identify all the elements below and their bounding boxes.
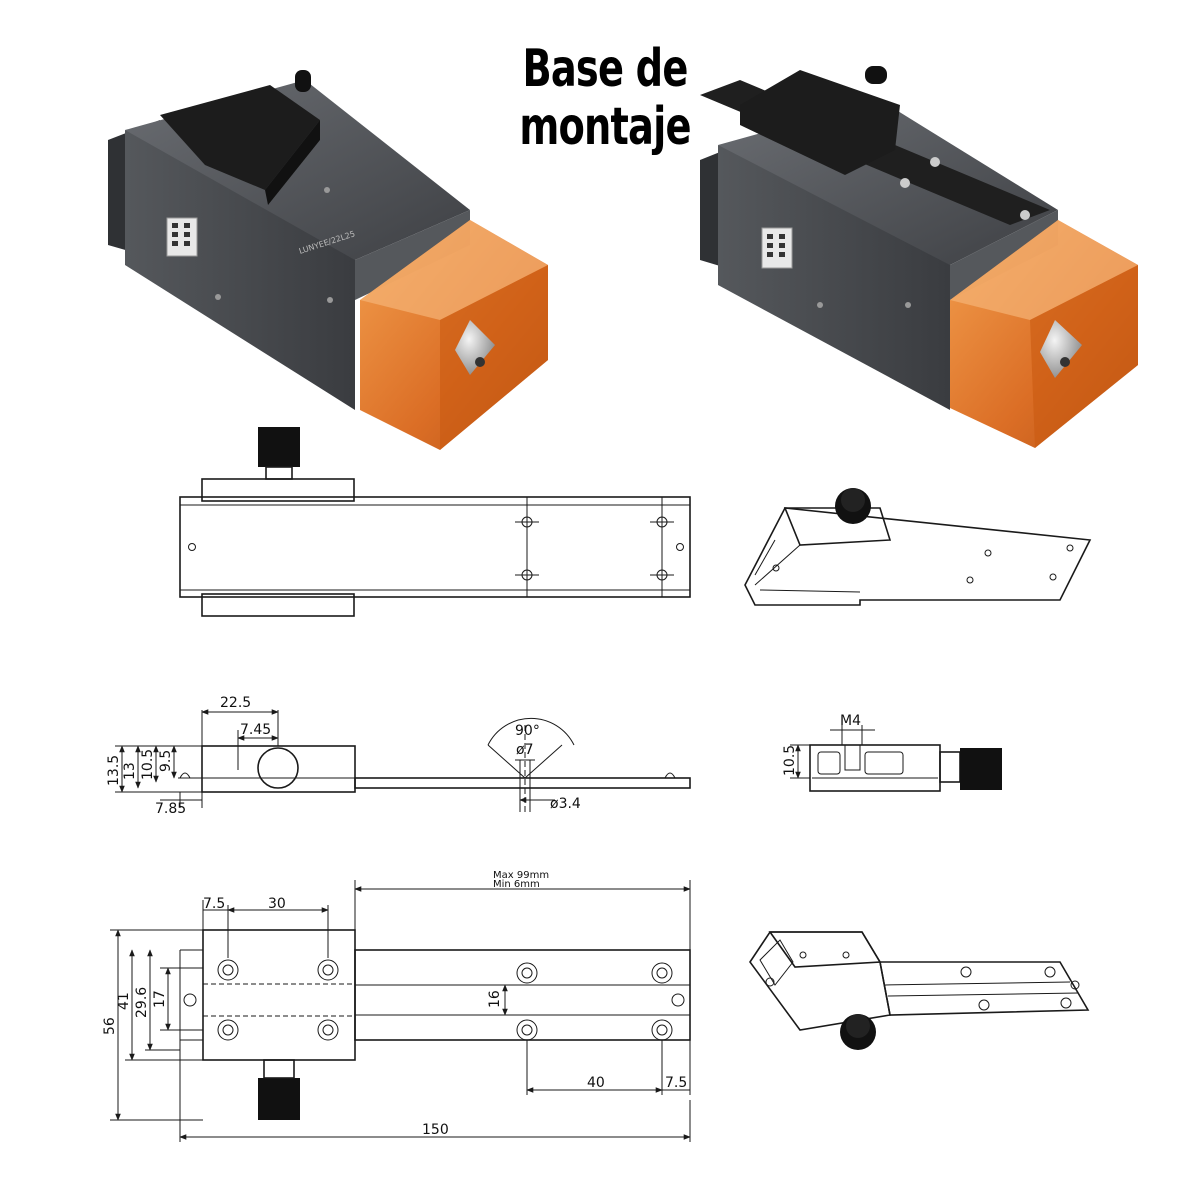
end-knob [960,748,1002,790]
dim-angle: 90° [515,723,540,739]
dim-plan-right-7-5: 7.5 [665,1075,687,1091]
dim-150: 150 [422,1122,449,1138]
dim-7-45: 7.45 [240,722,271,738]
mounting-holes [515,497,674,597]
plan-knob [258,1078,300,1120]
dim-7-85: 7.85 [155,801,186,817]
plan-view-drawing: 7.5 30 Max 99mm Min 6mm 56 41 29.6 17 16… [102,870,691,1142]
nozzle-right [1040,320,1082,378]
dim-plan-30: 30 [268,896,286,912]
nozzle [455,320,495,375]
mounting-carriage-right [740,70,900,175]
dim-countersink: ø7 [516,742,533,758]
dim-travel-max: Max 99mm [493,870,549,881]
dim-travel-min: Min 6mm [493,879,540,890]
dim-17: 17 [152,990,168,1008]
dim-plan-7-5: 7.5 [203,896,225,912]
iso-view-top [744,488,1092,606]
top-view-drawing [179,427,691,617]
dim-41: 41 [116,992,132,1010]
mounting-carriage [160,85,320,190]
plan-holes [183,959,685,1041]
dim-22-5: 22.5 [220,695,251,711]
iso-view-bottom [749,931,1090,1050]
end-view-drawing: M4 10.5 [782,713,1002,792]
title-line-2: montaje [519,97,691,157]
locking-knob [295,70,311,92]
title-line-1: Base de [522,39,688,99]
dim-13-5: 13.5 [106,755,122,786]
dim-hole: ø3.4 [550,796,581,812]
knob-block [258,427,300,467]
dim-40: 40 [587,1075,605,1091]
dim-end-10-5: 10.5 [782,745,798,776]
dim-9-5: 9.5 [158,750,174,772]
page-title: Base de montaje [494,40,715,156]
laser-module-photo-right [700,66,1138,448]
dim-10-5: 10.5 [140,749,156,780]
dim-m4: M4 [840,713,861,729]
dim-16: 16 [487,990,503,1008]
dim-56: 56 [102,1017,118,1035]
dim-13: 13 [122,762,138,780]
side-view-drawing: 22.5 7.45 13.5 13 10.5 9.5 7.85 90° ø7 ø… [106,695,691,817]
laser-module-photo-left: LUNYEE/22L25 [108,70,548,450]
dim-29-6: 29.6 [134,987,150,1018]
locking-knob-right [865,66,887,84]
